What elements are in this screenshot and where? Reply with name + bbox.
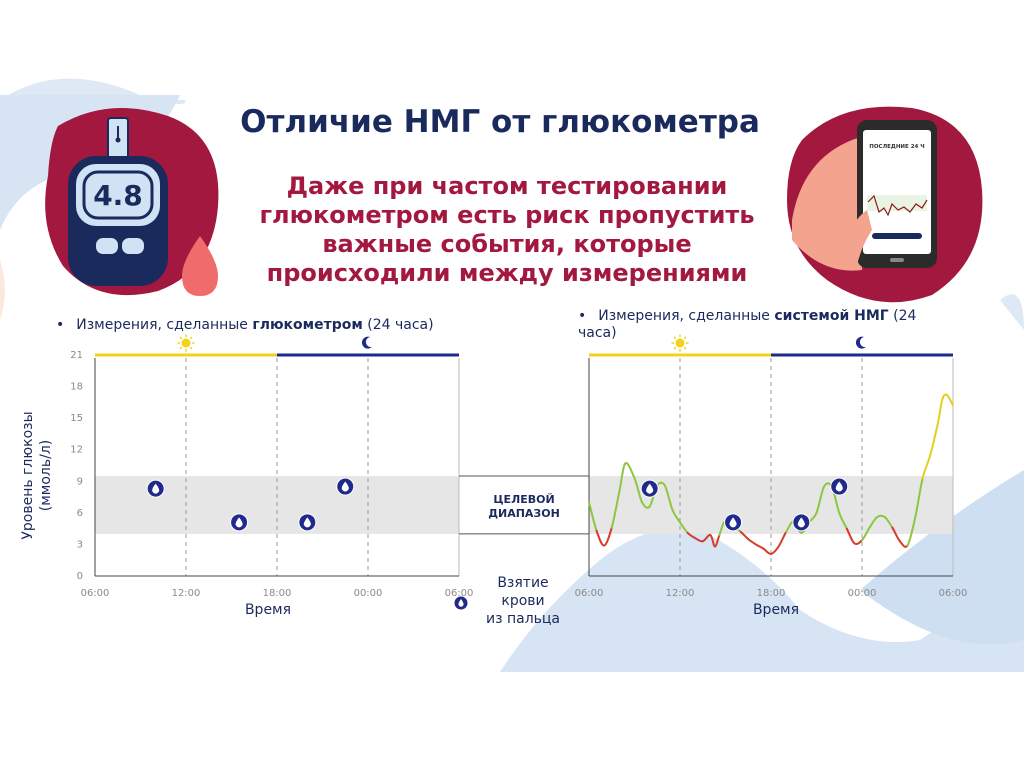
x-tick-label: 18:00 xyxy=(757,588,786,599)
x-tick-label: 06:00 xyxy=(445,588,474,599)
sun-icon-ray xyxy=(189,336,193,340)
bullet-marker: • xyxy=(56,317,65,333)
cgm-curve-segment xyxy=(921,453,932,480)
glucometer-illustration: 4.8 xyxy=(45,108,219,296)
x-tick-label: 12:00 xyxy=(666,588,695,599)
sun-icon xyxy=(675,338,685,348)
fingerstick-point-glyph xyxy=(341,481,349,492)
cgm-curve-segment xyxy=(713,533,721,548)
y-tick-label: 15 xyxy=(70,413,83,424)
sun-icon-ray xyxy=(683,336,687,340)
cgm-curve-segment xyxy=(624,462,636,480)
target-range-label-1: ЦЕЛЕВОЙ xyxy=(493,493,554,506)
caption-cgm: • Измерения, сделанные системой НМГ (24 ч… xyxy=(578,308,958,342)
cgm-curve-segment xyxy=(883,516,894,529)
cgm-curve-segment xyxy=(853,539,863,546)
x-tick-label: 00:00 xyxy=(848,588,877,599)
cgm-curve-segment xyxy=(603,526,613,547)
y-tick-label: 12 xyxy=(70,445,83,456)
sun-icon-ray xyxy=(673,346,677,350)
cgm-curve-segment xyxy=(762,547,772,555)
cgm-curve-segment xyxy=(861,526,871,542)
fingerstick-point-glyph xyxy=(235,517,243,528)
x-tick-label: 06:00 xyxy=(81,588,110,599)
target-range-label-2: ДИАПАЗОН xyxy=(488,507,560,520)
cgm-curve-segment xyxy=(588,501,598,532)
y-tick-label: 6 xyxy=(77,508,83,519)
moon-icon xyxy=(855,336,866,349)
cgm-curve-segment xyxy=(656,481,666,487)
legend-fingerstick: Взятие крови из пальца xyxy=(454,574,578,628)
x-tick-label: 00:00 xyxy=(354,588,383,599)
cgm-curve-segment xyxy=(777,530,788,548)
slide-subtitle: Даже при частом тестировании глюкометром… xyxy=(259,172,755,287)
x-axis-title: Время xyxy=(753,602,799,618)
phone-illustration: ПОСЛЕДНИЕ 24 Ч xyxy=(787,106,983,303)
cgm-curve-segment xyxy=(663,484,674,511)
cgm-curve-segment xyxy=(936,398,944,425)
caption-right-prefix: Измерения, сделанные xyxy=(598,308,775,324)
cgm-curve-segment xyxy=(898,540,909,548)
cgm-curve-segment xyxy=(770,545,780,555)
glucose-charts: 0 3 6 9 12 15 18 21 06:00 12:00 18:00 00:00 06:00Вре… xyxy=(20,334,968,618)
caption-left-suffix: (24 часа) xyxy=(362,317,434,333)
fingerstick-point-glyph xyxy=(303,517,311,528)
cgm-curve-segment xyxy=(815,485,826,514)
meter-display-value: 4.8 xyxy=(93,179,143,212)
x-tick-label: 06:00 xyxy=(939,588,968,599)
sun-icon-ray xyxy=(683,346,687,350)
caption-glucometer: • Измерения, сделанные глюкометром (24 ча… xyxy=(56,317,476,334)
caption-right-bold: системой НМГ xyxy=(774,308,889,324)
cgm-curve-segment xyxy=(633,477,644,504)
cgm-curve-segment xyxy=(906,517,917,547)
fingerstick-point-glyph xyxy=(797,517,805,528)
legend-line-3: из пальца xyxy=(485,611,561,627)
cgm-curve-segment xyxy=(891,526,901,543)
x-tick-label: 12:00 xyxy=(172,588,201,599)
x-axis-title: Время xyxy=(245,602,291,618)
legend-line-2: крови xyxy=(501,593,545,609)
cgm-curve-segment xyxy=(694,537,704,543)
phone-header: ПОСЛЕДНИЕ 24 Ч xyxy=(869,144,924,150)
fingerstick-point-glyph xyxy=(729,517,737,528)
cgm-curve-segment xyxy=(747,538,757,546)
cgm-curve-segment xyxy=(754,543,765,550)
y-tick-label: 9 xyxy=(77,476,83,487)
sun-icon-ray xyxy=(189,346,193,350)
x-tick-label: 06:00 xyxy=(575,588,604,599)
sun-icon-ray xyxy=(179,336,183,340)
cgm-curve-segment xyxy=(610,490,621,529)
fingerstick-point-glyph xyxy=(835,481,843,492)
cgm-curve-segment xyxy=(618,462,627,493)
legend-line-1: Взятие xyxy=(497,575,549,591)
y-tick-label: 18 xyxy=(70,382,83,393)
fingerstick-point-glyph xyxy=(152,483,160,494)
caption-right-suffix: (24 часа) xyxy=(578,308,917,341)
fingerstick-point-glyph xyxy=(646,483,654,494)
x-tick-label: 18:00 xyxy=(263,588,292,599)
moon-icon xyxy=(361,336,372,349)
blood-drop-icon xyxy=(454,596,468,610)
cgm-curve-segment xyxy=(671,508,681,524)
y-axis-title: Уровень глюкозы(ммоль/л) xyxy=(20,411,54,539)
y-axis-title-line-2: (ммоль/л) xyxy=(38,440,54,511)
cgm-curve-segment xyxy=(838,511,848,530)
sun-icon-ray xyxy=(179,346,183,350)
slide-title: Отличие НМГ от глюкометра xyxy=(240,104,760,140)
y-axis-title-line-1: Уровень глюкозы xyxy=(20,411,36,539)
y-tick-label: 0 xyxy=(77,571,83,582)
cgm-curve-segment xyxy=(701,533,712,543)
cgm-curve-segment xyxy=(914,477,924,520)
cgm-curve-segment xyxy=(929,422,939,456)
cgm-curve-segment xyxy=(709,533,716,548)
y-tick-label: 21 xyxy=(70,350,83,361)
legend-line-2-wrap: крови xyxy=(454,592,578,610)
caption-left-bold: глюкометром xyxy=(252,317,363,333)
caption-left-prefix: Измерения, сделанные xyxy=(76,317,253,333)
cgm-curve-segment xyxy=(945,393,954,407)
sun-icon xyxy=(181,338,191,348)
bullet-marker: • xyxy=(578,308,587,324)
y-tick-label: 3 xyxy=(77,539,83,550)
sun-icon-ray xyxy=(673,336,677,340)
